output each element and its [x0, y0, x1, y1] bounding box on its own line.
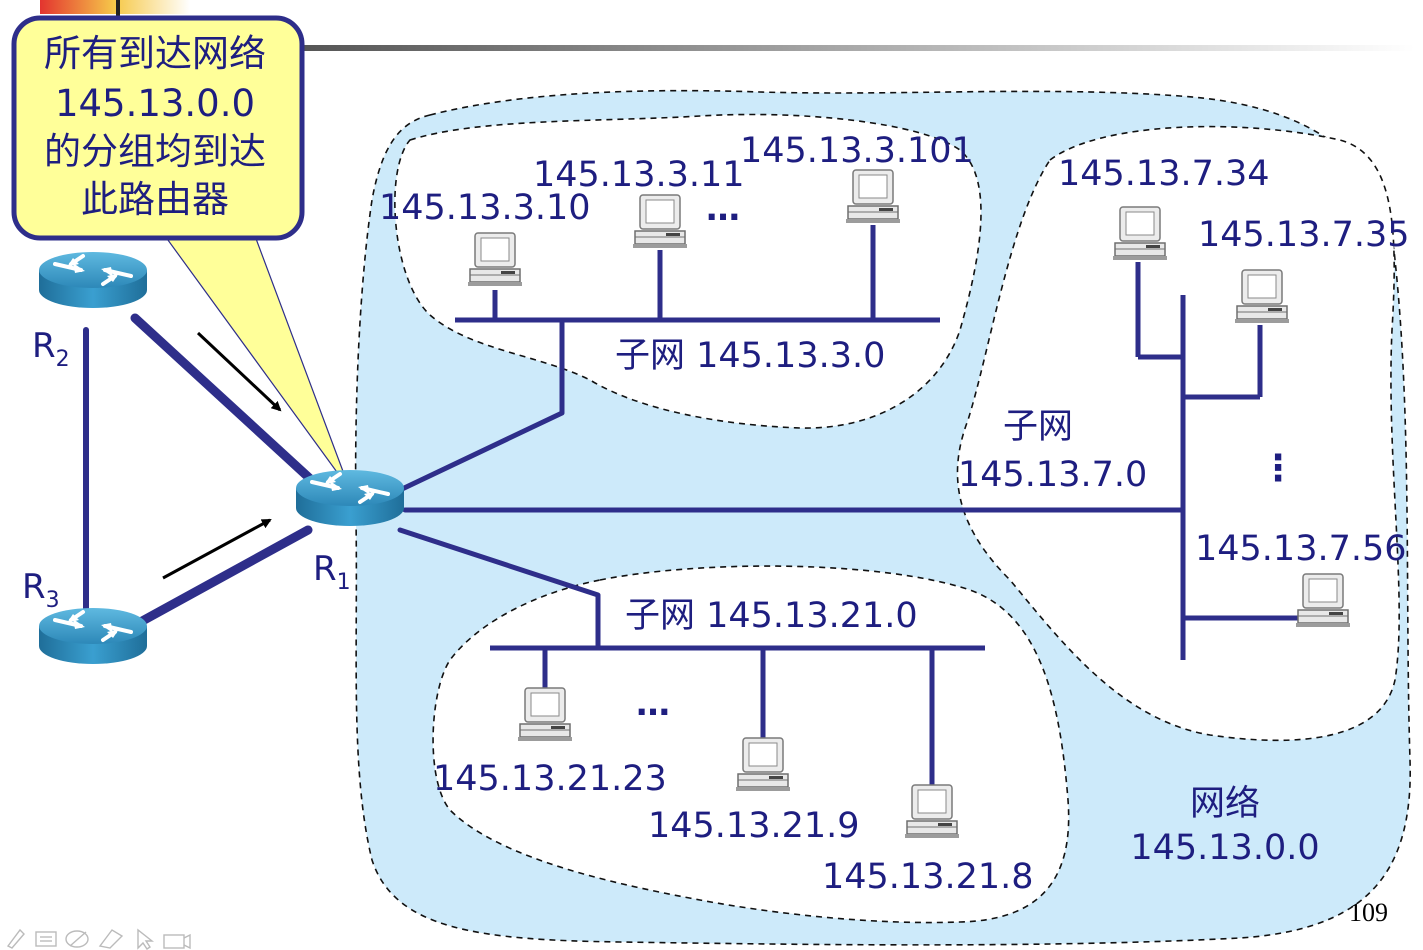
- host-145-13-7-56-label: 145.13.7.56: [1195, 529, 1407, 569]
- callout-line-1: 所有到达网络: [44, 32, 266, 75]
- subnet-145-13-7-0-bus: [1135, 262, 1300, 660]
- subnet-145-13-3-0-bus: [455, 225, 940, 413]
- network-145-13-0-0-label-line1: 网络: [1190, 784, 1260, 824]
- host-145-13-7-56-pc-icon: [1295, 573, 1351, 628]
- host-145-13-7-34-label: 145.13.7.34: [1058, 154, 1270, 194]
- router-r3-label: R3: [22, 567, 60, 613]
- router-r2-icon: [37, 250, 149, 310]
- callout-pointer: [163, 235, 351, 491]
- eraser-icon[interactable]: [98, 929, 124, 949]
- router-r1-icon: [294, 468, 406, 528]
- host-145-13-21-8-pc-icon: [904, 784, 960, 839]
- subnet-145-13-3-0-region: [394, 113, 982, 429]
- slides-icon[interactable]: [35, 931, 57, 947]
- host-145-13-3-11-pc-icon: [632, 194, 688, 249]
- arrow-r2-to-r1: [196, 331, 282, 412]
- host-145-13-3-101-pc-icon: [845, 169, 901, 224]
- page-number: 109: [1349, 898, 1388, 927]
- host-145-13-21-8-label: 145.13.21.8: [822, 857, 1034, 897]
- network-145-13-0-0-label-line2: 145.13.0.0: [1130, 828, 1319, 868]
- host-145-13-21-9-pc-icon: [735, 737, 791, 792]
- link-r3-r1: [130, 525, 313, 630]
- slideshow-toolbar: [6, 928, 191, 950]
- host-145-13-3-101-label: 145.13.3.101: [740, 131, 974, 171]
- subnet-145-13-7-0-region: [956, 125, 1400, 742]
- camera-icon[interactable]: [163, 933, 191, 950]
- link-r1-subnet3: [397, 410, 565, 493]
- subnet-145-13-7-0-label-line2: 145.13.7.0: [958, 455, 1147, 495]
- router-r3-icon: [37, 606, 149, 666]
- pointer-icon[interactable]: [137, 928, 155, 950]
- host-145-13-3-10-label: 145.13.3.10: [379, 188, 591, 228]
- subnet21-ellipsis: …: [636, 684, 670, 724]
- callout-line-2: 145.13.0.0: [55, 82, 255, 125]
- highlighter-icon[interactable]: [65, 930, 89, 948]
- callout-line-4: 此路由器: [81, 178, 229, 221]
- host-145-13-21-23-pc-icon: [517, 687, 573, 742]
- pen-icon[interactable]: [6, 928, 25, 949]
- subnet-145-13-21-0-label: 子网 145.13.21.0: [625, 596, 918, 636]
- subnet-145-13-7-0-label-line1: 子网: [1003, 407, 1073, 447]
- host-145-13-21-9-label: 145.13.21.9: [648, 806, 860, 846]
- subnet-145-13-21-0-bus: [490, 595, 985, 790]
- header-rule: [300, 45, 1415, 51]
- link-r2-r1: [130, 313, 323, 491]
- subnet-145-13-3-0-label: 子网 145.13.3.0: [615, 336, 885, 376]
- corner-decoration-bar: [116, 0, 120, 22]
- subnet3-ellipsis: …: [706, 189, 740, 229]
- corner-decoration: [40, 0, 190, 14]
- host-145-13-21-23-label: 145.13.21.23: [433, 759, 667, 799]
- host-145-13-7-35-pc-icon: [1234, 269, 1290, 324]
- host-145-13-3-10-pc-icon: [467, 232, 523, 287]
- callout-line-3: 的分组均到达: [44, 130, 266, 173]
- callout-box: [11, 15, 305, 241]
- link-r1-subnet21: [397, 527, 601, 598]
- host-145-13-7-35-label: 145.13.7.35: [1198, 215, 1410, 255]
- host-145-13-7-34-pc-icon: [1112, 206, 1168, 261]
- router-r2-label: R2: [32, 326, 70, 372]
- host-145-13-3-11-label: 145.13.3.11: [533, 155, 745, 195]
- router-r1-label: R1: [313, 549, 351, 595]
- arrow-r3-to-r1: [162, 518, 272, 580]
- subnet7-ellipsis: ⋮: [1260, 448, 1296, 489]
